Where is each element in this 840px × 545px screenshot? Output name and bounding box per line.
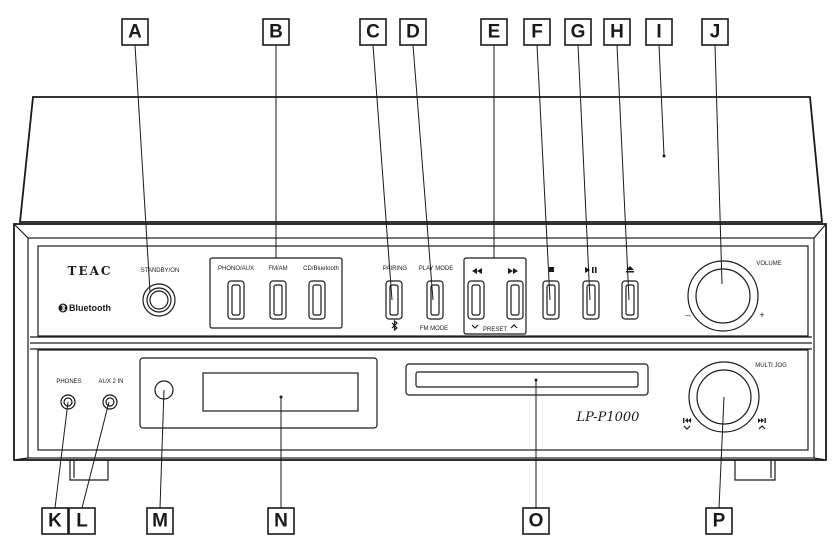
stop-button[interactable] — [542, 280, 560, 320]
chevron-up-icon — [510, 324, 518, 329]
preset-up-button[interactable] — [506, 280, 524, 320]
volume-plus-label: + — [759, 310, 764, 320]
play-mode-label: PLAY MODE — [419, 266, 453, 272]
callout-e: E — [480, 18, 508, 46]
display-area — [139, 357, 378, 429]
svg-text:D: D — [406, 22, 420, 43]
callout-d: D — [399, 18, 427, 46]
aux2-in-jack[interactable] — [102, 394, 118, 410]
rewind-icon — [472, 268, 482, 274]
svg-text:Bluetooth: Bluetooth — [69, 303, 111, 313]
svg-text:L: L — [76, 511, 88, 532]
skip-next-icon — [758, 418, 766, 430]
callout-a: A — [121, 18, 149, 46]
svg-text:J: J — [710, 22, 721, 43]
phono-aux-button[interactable] — [227, 280, 245, 320]
play-pause-button[interactable] — [582, 280, 600, 320]
callout-f: F — [523, 18, 551, 46]
cd-bluetooth-label: CD/Bluetooth — [303, 266, 339, 272]
svg-text:P: P — [713, 511, 726, 532]
svg-text:M: M — [152, 511, 168, 532]
cd-bluetooth-button[interactable] — [308, 280, 326, 320]
volume-minus-label: – — [685, 310, 690, 320]
svg-text:F: F — [531, 22, 543, 43]
standby-label: STANDBY/ON — [141, 268, 180, 274]
preset-label: PRESET — [483, 327, 507, 333]
leader-lines — [54, 44, 725, 509]
chevron-down-icon — [471, 324, 479, 329]
callout-i: I — [645, 18, 673, 46]
volume-knob[interactable] — [687, 260, 759, 332]
play-mode-button[interactable] — [426, 280, 444, 320]
svg-text:A: A — [128, 22, 142, 43]
callout-c: C — [359, 18, 387, 46]
skip-previous-icon — [683, 418, 691, 430]
model-name: LP-P1000 — [576, 410, 640, 425]
standby-button[interactable] — [142, 283, 176, 317]
callout-h: H — [603, 18, 631, 46]
aux2-in-label: AUX 2 IN — [98, 379, 123, 385]
phono-aux-label: PHONO/AUX — [218, 266, 254, 272]
bluetooth-logo: Bluetooth — [58, 303, 111, 313]
callout-k: K — [41, 507, 69, 535]
callout-g: G — [564, 18, 592, 46]
svg-text:O: O — [529, 511, 544, 532]
callout-n: N — [267, 507, 295, 535]
svg-text:C: C — [366, 22, 380, 43]
callout-b: B — [262, 18, 290, 46]
left-foot — [69, 460, 109, 481]
pairing-label: PAIRING — [383, 266, 408, 272]
svg-text:E: E — [488, 22, 501, 43]
fm-am-label: FM/AM — [268, 266, 287, 272]
phones-label: PHONES — [56, 379, 81, 385]
svg-text:B: B — [269, 22, 283, 43]
stop-icon — [549, 267, 554, 272]
callout-p: P — [705, 507, 733, 535]
brand-logo: TEAC — [68, 264, 113, 278]
callout-o: O — [522, 507, 550, 535]
volume-label: VOLUME — [756, 261, 781, 267]
svg-text:H: H — [610, 22, 624, 43]
cd-slot[interactable] — [405, 363, 649, 396]
preset-button-group — [463, 257, 527, 335]
fm-am-button[interactable] — [269, 280, 287, 320]
callout-m: M — [146, 507, 174, 535]
eject-button[interactable] — [621, 280, 639, 320]
play-pause-icon — [585, 267, 597, 273]
fast-forward-icon — [508, 268, 518, 274]
pairing-button[interactable] — [385, 280, 403, 320]
preset-down-button[interactable] — [467, 280, 485, 320]
multi-jog-label: MULTI JOG — [755, 363, 787, 369]
callout-l: L — [68, 507, 96, 535]
dust-cover — [19, 96, 823, 223]
right-foot — [734, 460, 776, 481]
main-body — [13, 223, 827, 461]
bluetooth-icon — [391, 319, 398, 332]
svg-text:N: N — [274, 511, 288, 532]
fm-mode-label: FM MODE — [420, 326, 448, 332]
svg-text:I: I — [656, 22, 661, 43]
svg-text:G: G — [571, 22, 586, 43]
callout-j: J — [701, 18, 729, 46]
svg-text:K: K — [48, 511, 62, 532]
